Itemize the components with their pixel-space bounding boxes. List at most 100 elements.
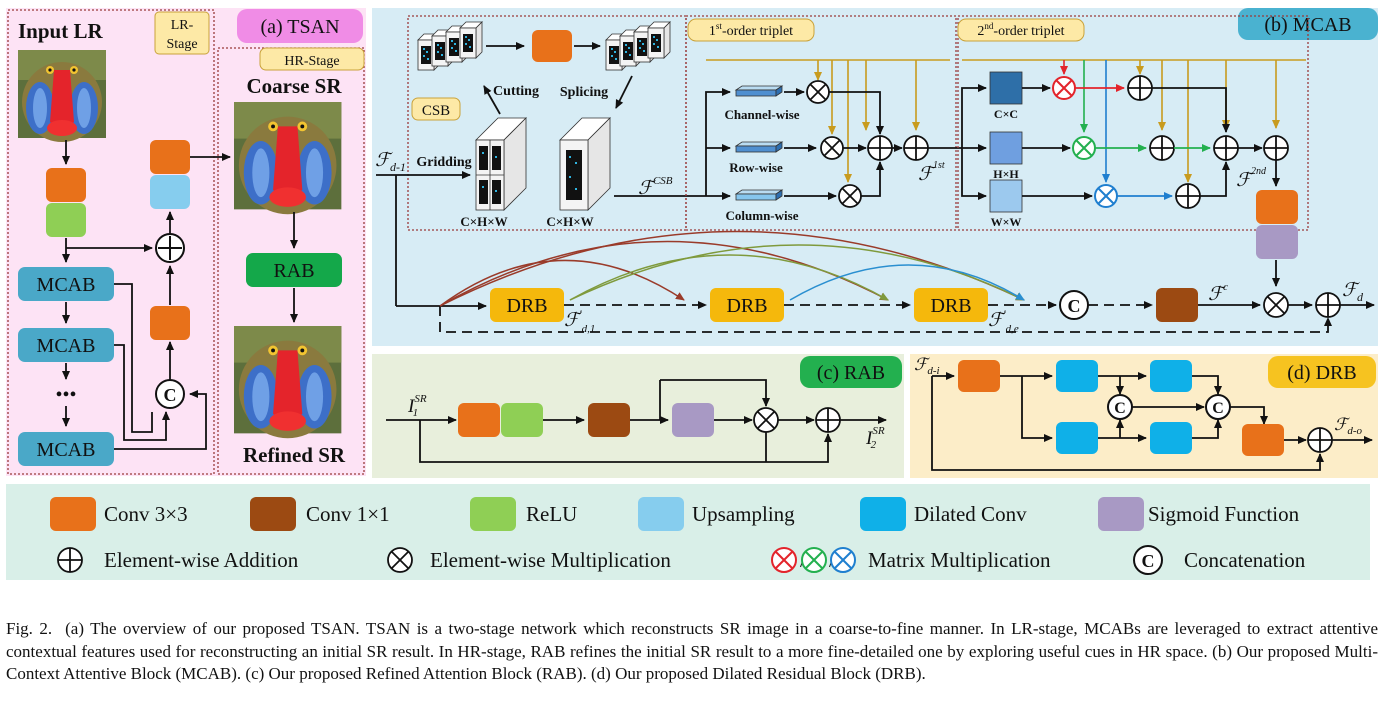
add-first-order-residual	[903, 135, 929, 161]
f-d-minus-1-label: ℱd-1	[375, 150, 406, 174]
f-d-out-label: ℱd	[1342, 280, 1364, 304]
matmul-blue	[1094, 184, 1118, 208]
drb-box-3	[914, 288, 988, 322]
drb-add	[1307, 427, 1333, 453]
drb-concat-b-letter: C	[1212, 400, 1224, 417]
drb-box-2	[710, 288, 784, 322]
tsan-figure: Input LR LR- Stage (a) TSAN HR-Stage Coa…	[6, 8, 1378, 580]
channel-wise-slab	[734, 85, 784, 97]
legend-swatch-relu	[470, 497, 516, 531]
mcab-conv3x3-box	[1256, 190, 1298, 224]
add-second-c	[1175, 183, 1201, 209]
mcab-conv1x1-box	[1156, 288, 1198, 322]
mcab-box-1	[18, 267, 114, 301]
legend-label-conv3x3: Conv 3×3	[104, 502, 188, 526]
legend-matmul-green-icon	[801, 547, 827, 573]
add-second-residual	[1263, 135, 1289, 161]
drb-dilated-c	[1150, 360, 1192, 392]
lr-stage-frame	[7, 9, 215, 475]
rab-relu-box	[501, 403, 543, 437]
lr-conv3x3-box	[46, 168, 86, 202]
mul-channel	[806, 80, 830, 104]
lr-relu-box	[46, 203, 86, 237]
legend-label-sigmoid: Sigmoid Function	[1148, 502, 1300, 526]
panel-c-title: (c) RAB	[817, 362, 885, 384]
first-order-frame	[685, 15, 957, 231]
mcab-final-mul	[1263, 292, 1289, 318]
refined-sr-label: Refined SR	[243, 443, 346, 467]
figure-caption: Fig. 2. (a) The overview of our proposed…	[6, 618, 1378, 686]
first-order-label: 1st-order triplet	[709, 21, 793, 39]
mcab-label-2: MCAB	[37, 335, 96, 357]
legend-concat-letter: C	[1142, 551, 1155, 571]
add-second-sum	[1213, 135, 1239, 161]
hr-stage-label: HR-Stage	[284, 54, 339, 69]
gridding-cube	[475, 117, 527, 211]
legend-matmul-blue-icon	[830, 547, 856, 573]
coarse-sr-image	[234, 102, 342, 215]
lr-stage-line1: LR-	[171, 18, 194, 33]
panel-d-title: (d) DRB	[1287, 362, 1356, 384]
drb-box-1	[490, 288, 564, 322]
legend-label-addition: Element-wise Addition	[104, 548, 299, 572]
rab-box	[246, 253, 342, 287]
panel-a-title-badge	[237, 9, 363, 43]
f-de-prime-label: ℱ′d,e	[988, 307, 1019, 335]
drb-label-2: DRB	[726, 295, 767, 317]
lr-stage-line2: Stage	[166, 37, 197, 52]
mcab-label-n: MCAB	[37, 439, 96, 461]
lr-stage-tag	[154, 11, 210, 55]
row-wise-label: Row-wise	[729, 160, 783, 175]
legend-label-relu: ReLU	[526, 502, 577, 526]
csb-tag	[411, 97, 461, 121]
drb-concat-a-letter: C	[1114, 400, 1126, 417]
mcab-label-1: MCAB	[37, 274, 96, 296]
panel-a-title: (a) TSAN	[260, 16, 339, 38]
panel-b-title: (b) MCAB	[1264, 14, 1351, 36]
mcab-ellipsis: •••	[55, 384, 76, 406]
wxw-label: W×W	[991, 215, 1022, 229]
drb-label-1: DRB	[506, 295, 547, 317]
drb-dilated-a	[1056, 360, 1098, 392]
cxc-box	[989, 71, 1023, 105]
rab-add	[815, 407, 841, 433]
coarse-sr-label: Coarse SR	[246, 74, 342, 98]
rab-conv1x1-box	[588, 403, 630, 437]
drb-dilated-d	[1150, 422, 1192, 454]
f-d-out-drb-label: ℱd-o	[1334, 415, 1363, 437]
refined-sr-image	[234, 326, 342, 439]
hr-stage-tag	[259, 47, 365, 71]
f-d-c-label: ℱc	[1208, 281, 1228, 305]
legend-label-multiplication: Element-wise Multiplication	[430, 548, 671, 572]
csb-conv3x3-box	[532, 30, 572, 62]
f-d-in-label: ℱd-i	[914, 355, 940, 377]
input-lr-label: Input LR	[18, 19, 103, 43]
caption-fig-number: Fig. 2.	[6, 619, 53, 638]
rab-mul	[753, 407, 779, 433]
second-order-frame	[957, 15, 1309, 231]
mcab-final-add	[1315, 292, 1341, 318]
gridding-label: Gridding	[416, 155, 471, 170]
drb-label-3: DRB	[930, 295, 971, 317]
drb-conv3x3-out	[1242, 424, 1284, 456]
mcab-box-n	[18, 432, 114, 466]
legend-label-concat: Concatenation	[1184, 548, 1306, 572]
legend-concat-icon	[1133, 545, 1163, 575]
legend-swatch-conv1x1	[250, 497, 296, 531]
mcab-sigmoid-box	[1256, 225, 1298, 259]
row-wise-slab	[734, 141, 784, 153]
first-order-tag	[687, 18, 815, 42]
legend-swatch-dilated	[860, 497, 906, 531]
second-order-label: 2nd-order triplet	[977, 21, 1064, 39]
legend-label-matmul: Matrix Multiplication	[868, 548, 1051, 572]
chw-label-right: C×H×W	[546, 214, 593, 229]
legend-label-conv1x1: Conv 1×1	[306, 502, 390, 526]
matmul-red	[1052, 76, 1076, 100]
splicing-label: Splicing	[560, 85, 608, 100]
channel-wise-label: Channel-wise	[724, 107, 799, 122]
legend-swatch-sigmoid	[1098, 497, 1144, 531]
legend-swatch-upsampling	[638, 497, 684, 531]
add-second-a	[1127, 75, 1153, 101]
